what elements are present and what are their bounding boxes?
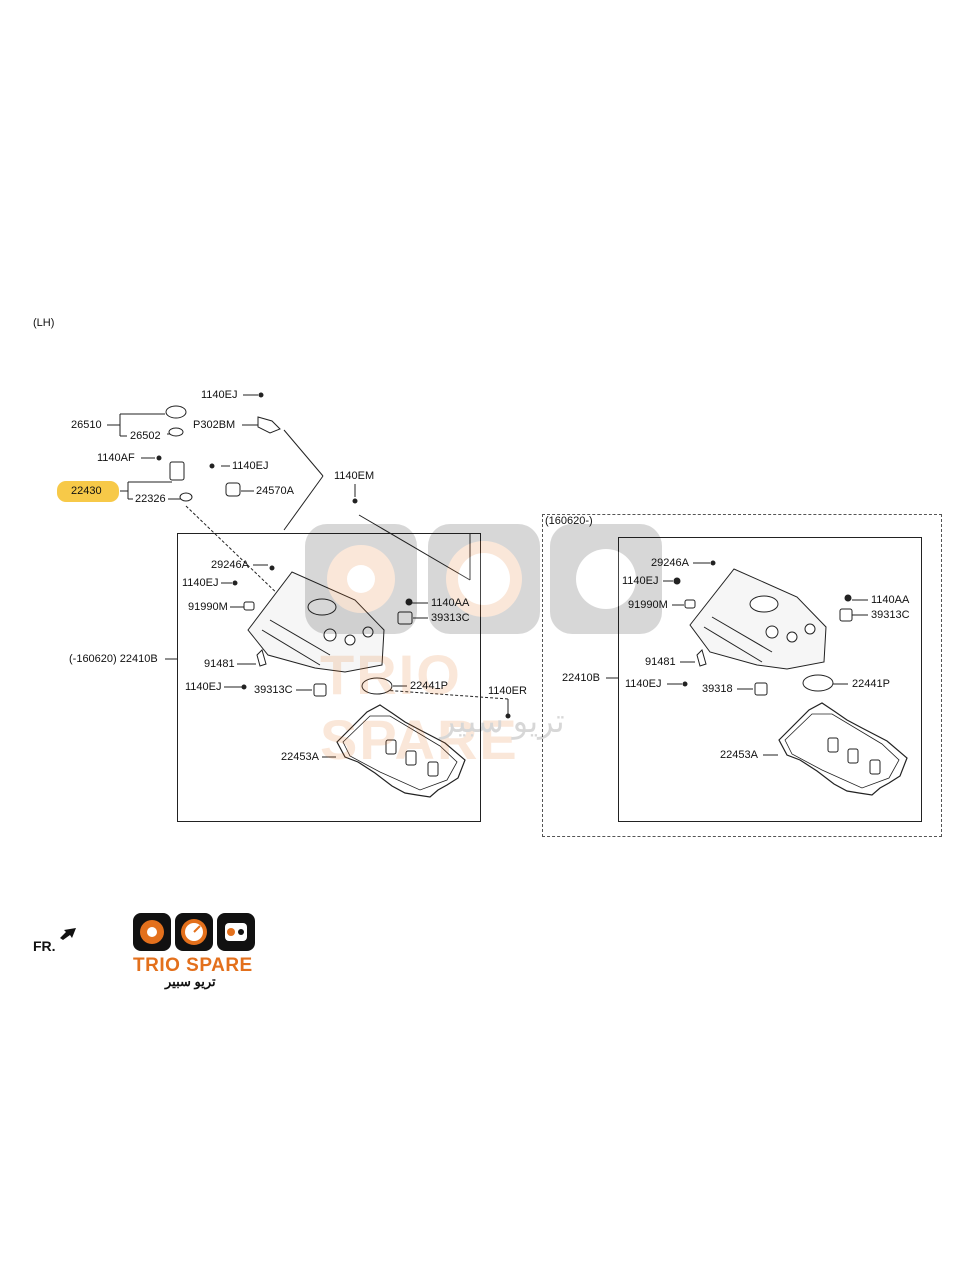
label-91990m: 91990M bbox=[188, 601, 228, 613]
right-label-22441p: 22441P bbox=[852, 678, 890, 690]
side-label: (LH) bbox=[33, 317, 55, 329]
label-91481: 91481 bbox=[204, 658, 235, 670]
label-1140ej-top: 1140EJ bbox=[201, 389, 238, 401]
label-39313c-bottom: 39313C bbox=[254, 684, 293, 696]
label-1140aa: 1140AA bbox=[431, 597, 470, 609]
label-1140ej-bottom: 1140EJ bbox=[185, 681, 222, 693]
right-label-39318: 39318 bbox=[702, 683, 733, 695]
right-label-91481: 91481 bbox=[645, 656, 676, 668]
left-panel-box bbox=[177, 533, 481, 822]
right-label-1140aa: 1140AA bbox=[871, 594, 910, 606]
right-label-1140ej-top: 1140EJ bbox=[622, 575, 659, 587]
label-22410b: (-160620) 22410B bbox=[69, 653, 158, 665]
label-22326: 22326 bbox=[135, 493, 166, 505]
right-label-22453a: 22453A bbox=[720, 749, 758, 761]
label-22430[interactable]: 22430 bbox=[71, 485, 102, 497]
right-label-91990m: 91990M bbox=[628, 599, 668, 611]
label-1140er: 1140ER bbox=[488, 685, 527, 697]
trio-spare-logo-icon bbox=[133, 913, 255, 951]
logo-brand: TRIO SPARE bbox=[133, 955, 253, 976]
label-22441p: 22441P bbox=[410, 680, 448, 692]
right-label-1140ej-bottom: 1140EJ bbox=[625, 678, 662, 690]
right-date-label: (160620-) bbox=[545, 515, 593, 527]
label-1140af: 1140AF bbox=[97, 452, 135, 464]
direction-label: FR. bbox=[33, 938, 56, 954]
watermark-arabic: تريو سبير bbox=[440, 703, 565, 739]
watermark-gauges-icon bbox=[305, 524, 662, 634]
right-label-39313c: 39313C bbox=[871, 609, 910, 621]
label-1140ej-mid: 1140EJ bbox=[232, 460, 269, 472]
right-panel-box bbox=[542, 514, 942, 837]
label-24570a: 24570A bbox=[256, 485, 294, 497]
highlight-22430 bbox=[57, 481, 119, 502]
front-arrow-icon bbox=[60, 928, 76, 940]
label-26510: 26510 bbox=[71, 419, 102, 431]
right-inner-box bbox=[618, 537, 922, 822]
label-p302bm: P302BM bbox=[193, 419, 236, 431]
right-label-29246a: 29246A bbox=[651, 557, 689, 569]
label-29246a: 29246A bbox=[211, 559, 249, 571]
label-22453a: 22453A bbox=[281, 751, 319, 763]
label-1140ej-left: 1140EJ bbox=[182, 577, 219, 589]
watermark: TRIO SPARE تريو سبير bbox=[300, 522, 670, 771]
watermark-brand: TRIO SPARE bbox=[320, 643, 519, 771]
right-label-22410b: 22410B bbox=[562, 672, 600, 684]
label-26502: 26502 bbox=[130, 430, 161, 442]
logo-arabic: تريو سبير bbox=[165, 974, 216, 989]
label-39313c-right: 39313C bbox=[431, 612, 470, 624]
label-1140em: 1140EM bbox=[334, 470, 375, 482]
